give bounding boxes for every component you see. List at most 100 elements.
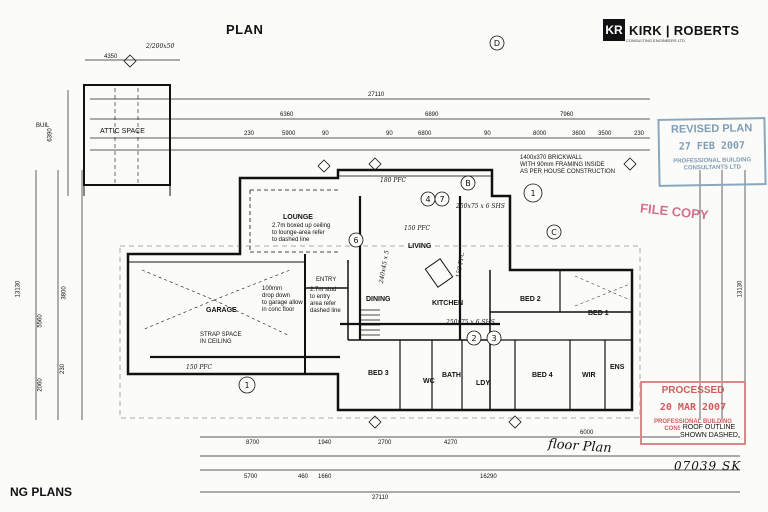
garage-drop-line-4: in conc floor xyxy=(262,306,295,313)
grid-marker-1: 1 xyxy=(530,189,535,198)
pfc-note-2: 150 PFC xyxy=(404,225,431,232)
plans-footer-title: NG PLANS xyxy=(10,485,73,499)
dim-bottom-overall: 27110 xyxy=(372,495,389,501)
dim-bottom-2a: 5700 xyxy=(244,474,258,480)
dim-top-1b: 6890 xyxy=(425,112,439,118)
house-walls xyxy=(119,168,641,419)
room-dining: DINING xyxy=(366,296,391,303)
dim-top-3f: 230 xyxy=(634,131,645,137)
grid-marker-1b: 1 xyxy=(244,381,249,390)
lounge-note-line-2: to lounge-area refer xyxy=(272,229,325,236)
room-bath: BATH xyxy=(442,372,461,379)
dim-top-3e: 3600 xyxy=(572,131,586,137)
firm-name: KIRK | ROBERTS xyxy=(629,22,740,38)
stud-note: 2.7m stud to entry area refer dashed lin… xyxy=(310,287,341,315)
dim-top-2c: 8000 xyxy=(533,131,547,137)
room-attic: ATTIC SPACE xyxy=(100,128,145,135)
firm-subtitle: CONSULTING ENGINEERS LTD xyxy=(626,38,685,43)
firm-logo: KR KIRK | ROBERTS xyxy=(603,19,739,41)
drawing-title: PLAN xyxy=(226,22,264,37)
dim-left-1: 5560 xyxy=(37,314,44,328)
revised-stamp-date: 27 FEB 2007 xyxy=(678,140,746,153)
dim-top-3b: 90 xyxy=(322,131,329,137)
grid-marker-b: B xyxy=(465,179,471,188)
room-ens: ENS xyxy=(610,364,625,371)
stud-note-line-4: dashed line xyxy=(310,307,341,314)
dim-top-2d: 3500 xyxy=(598,131,612,137)
dim-bottom-1e: 6000 xyxy=(580,430,594,436)
dim-left-4: 230 xyxy=(60,363,67,375)
grid-marker-4: 4 xyxy=(425,195,430,204)
stud-note-line-3: area refer xyxy=(310,300,337,307)
room-bed2: BED 2 xyxy=(520,296,541,303)
dim-left-2: 3800 xyxy=(61,286,68,300)
grid-marker-3: 3 xyxy=(491,334,496,343)
dim-attic-width: 4350 xyxy=(104,54,118,60)
dim-attic-label: 2/200x50 xyxy=(146,43,175,50)
grid-marker-labels: 1 4 7 6 1 2 3 D B C xyxy=(244,39,557,390)
dim-top-overall: 27110 xyxy=(368,92,385,98)
room-bed3: BED 3 xyxy=(368,370,389,377)
attic-space xyxy=(83,84,171,196)
dim-bottom-2d: 16290 xyxy=(480,474,497,480)
roof-outline-note: ROOF OUTLINE SHOWN DASHED xyxy=(680,424,738,441)
stud-note-line-2: to entry xyxy=(310,293,331,300)
dim-right-overall: 13130 xyxy=(737,280,744,298)
dim-bottom-2c: 1660 xyxy=(318,474,332,480)
dim-attic-height: 6390 xyxy=(47,128,54,142)
dim-bottom-1a: 8700 xyxy=(246,440,260,446)
dim-top-1c: 7960 xyxy=(560,112,574,118)
dim-top-3c: 90 xyxy=(386,131,393,137)
brick-wall-note: 1400x370 BRICKWALL WITH 90mm FRAMING INS… xyxy=(520,155,615,176)
room-garage: GARAGE xyxy=(206,307,237,314)
room-living: LIVING xyxy=(408,243,432,250)
garage-drop-line-3: to garage allow xyxy=(262,299,303,306)
brick-wall-line-2: WITH 90mm FRAMING INSIDE xyxy=(520,161,605,168)
lounge-ceiling-note: 2.7m boxed up ceiling to lounge-area ref… xyxy=(272,223,330,244)
processed-stamp-title: PROCESSED xyxy=(661,385,725,396)
lounge-note-line-3: to dashed line xyxy=(272,236,310,243)
dim-bottom-1b: 1940 xyxy=(318,440,332,446)
dim-top-3a: 230 xyxy=(244,131,255,137)
revised-plan-stamp: REVISED PLAN 27 FEB 2007 PROFESSIONAL BU… xyxy=(657,117,767,187)
room-lounge: LOUNGE xyxy=(283,214,313,221)
room-bed1: BED 1 xyxy=(588,310,609,317)
dim-bottom-2b: 460 xyxy=(298,474,309,480)
roof-outline-line-1: ROOF OUTLINE xyxy=(682,424,736,431)
grid-marker-circles xyxy=(238,35,562,394)
beams xyxy=(150,196,500,359)
beam-note-b: 250x75 x 6 SHS xyxy=(446,319,495,326)
dim-top-3d: 90 xyxy=(484,131,491,137)
roof-outline-line-2: SHOWN DASHED xyxy=(680,432,738,440)
revised-stamp-org: PROFESSIONAL BUILDING CONSULTANTS LTD xyxy=(673,157,752,172)
brick-wall-line-1: 1400x370 BRICKWALL xyxy=(520,155,583,161)
drawing-reference: 07039 SK xyxy=(674,459,742,473)
dim-top-2b: 6800 xyxy=(418,131,432,137)
grid-marker-c: C xyxy=(551,228,557,237)
grid-marker-7: 7 xyxy=(439,195,444,204)
dim-bottom-1c: 2700 xyxy=(378,440,392,446)
strap-space-note: STRAP SPACE IN CEILING xyxy=(200,332,241,346)
grid-marker-d: D xyxy=(494,39,500,48)
room-bed4: BED 4 xyxy=(532,372,553,379)
strap-space-line-2: IN CEILING xyxy=(200,338,232,345)
dimension-lines xyxy=(35,59,746,493)
room-ldy: LDY xyxy=(476,380,490,387)
pfc-note-3: 150 PFC xyxy=(186,364,213,371)
dim-left-3: 2060 xyxy=(37,378,44,392)
grid-marker-2: 2 xyxy=(471,334,476,343)
strap-space-line-1: STRAP SPACE xyxy=(200,332,242,338)
brick-wall-line-3: AS PER HOUSE CONSTRUCTION xyxy=(520,168,616,175)
processed-stamp-date: 20 MAR 2007 xyxy=(659,402,727,413)
room-wc: WC xyxy=(423,378,435,385)
garage-drop-note: 100mm drop down to garage allow in conc … xyxy=(262,286,303,314)
garage-drop-line-2: drop down xyxy=(262,292,291,299)
lounge-note-line-1: 2.7m boxed up ceiling xyxy=(272,223,331,229)
room-wir: WIR xyxy=(582,372,596,379)
grid-marker-6: 6 xyxy=(353,236,358,245)
logo-mark-icon: KR xyxy=(603,19,625,41)
dim-top-2a: 5900 xyxy=(282,131,296,137)
dim-bottom-1d: 4270 xyxy=(444,440,458,446)
revised-stamp-title: REVISED PLAN xyxy=(670,122,753,136)
